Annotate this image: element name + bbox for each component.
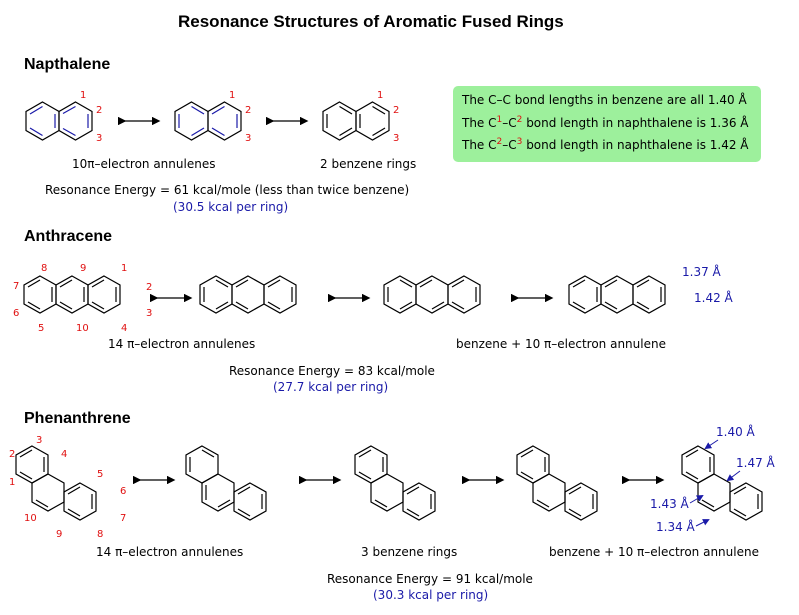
- svg-text:6: 6: [13, 308, 19, 319]
- svg-text:6: 6: [120, 486, 126, 497]
- svg-text:10: 10: [76, 323, 89, 334]
- svg-text:1.42 Å: 1.42 Å: [694, 290, 734, 305]
- bond-length-info-box: The C–C bond lengths in benzene are all …: [453, 86, 761, 162]
- svg-text:7: 7: [13, 281, 19, 292]
- svg-text:2: 2: [393, 105, 399, 116]
- svg-text:1.37 Å: 1.37 Å: [682, 264, 722, 279]
- svg-text:2: 2: [245, 105, 251, 116]
- svg-text:1.47 Å: 1.47 Å: [736, 455, 776, 470]
- svg-text:3: 3: [96, 133, 102, 144]
- info-line-c2-c3: The C2–C3 bond length in naphthalene is …: [462, 137, 749, 152]
- phenanthrene-bond-pointers: [689, 439, 741, 527]
- svg-text:1: 1: [229, 90, 235, 101]
- svg-text:7: 7: [120, 513, 126, 524]
- phenanthrene-atom-numbers: 1 2 3 4 5 6 7 8 9 10: [9, 435, 126, 540]
- svg-text:1.43 Å: 1.43 Å: [650, 496, 690, 511]
- svg-text:10: 10: [24, 513, 37, 524]
- phenanthrene-structure-5: [681, 445, 763, 521]
- phenanthrene-structure-4: [516, 445, 598, 521]
- svg-text:3: 3: [36, 435, 42, 446]
- svg-text:4: 4: [61, 449, 67, 460]
- phenanthrene-heading: Phenanthrene: [24, 410, 131, 427]
- anthracene-structure-4: [568, 275, 666, 314]
- phenanthrene-caption-right: benzene + 10 π–electron annulene: [549, 545, 759, 559]
- naphthalene-caption-left: 10π–electron annulenes: [72, 157, 216, 171]
- anthracene-atom-numbers: 1 2 3 4 5 6 7 8 9 10: [13, 263, 152, 334]
- naphthalene-resonance-energy: Resonance Energy = 61 kcal/mole (less th…: [45, 183, 410, 197]
- svg-text:1.40 Å: 1.40 Å: [716, 424, 756, 439]
- svg-text:9: 9: [80, 263, 86, 274]
- phenanthrene-structure-3: [354, 445, 436, 521]
- svg-text:1: 1: [377, 90, 383, 101]
- svg-text:1.34 Å: 1.34 Å: [656, 519, 696, 534]
- anthracene-per-ring: (27.7 kcal per ring): [273, 380, 389, 394]
- phenanthrene-resonance-energy: Resonance Energy = 91 kcal/mole: [327, 572, 533, 586]
- svg-text:1: 1: [121, 263, 127, 274]
- svg-text:5: 5: [38, 323, 44, 334]
- svg-text:1: 1: [80, 90, 86, 101]
- anthracene-heading: Anthracene: [24, 228, 113, 245]
- naphthalene-structure-2: [174, 101, 242, 141]
- svg-text:8: 8: [97, 529, 103, 540]
- info-line-c1-c2: The C1–C2 bond length in naphthalene is …: [462, 115, 749, 130]
- phenanthrene-caption-mid: 3 benzene rings: [361, 545, 458, 559]
- info-line-benzene: The C–C bond lengths in benzene are all …: [462, 93, 747, 107]
- svg-text:5: 5: [97, 469, 103, 480]
- naphthalene-structure-3: [322, 101, 390, 141]
- anthracene-structure-1: [23, 275, 121, 314]
- page-title: Resonance Structures of Aromatic Fused R…: [178, 12, 564, 31]
- svg-text:2: 2: [9, 449, 15, 460]
- phenanthrene-structure-2: [185, 445, 267, 521]
- svg-text:2: 2: [146, 282, 152, 293]
- anthracene-caption-left: 14 π–electron annulenes: [108, 337, 256, 351]
- phenanthrene-caption-left: 14 π–electron annulenes: [96, 545, 244, 559]
- svg-text:8: 8: [41, 263, 47, 274]
- anthracene-structure-3: [383, 275, 481, 314]
- naphthalene-atom-numbers: 1 2 3 1 2 3 1 2 3: [80, 90, 399, 144]
- svg-text:3: 3: [393, 133, 399, 144]
- anthracene-resonance-energy: Resonance Energy = 83 kcal/mole: [229, 364, 435, 378]
- svg-text:9: 9: [56, 529, 62, 540]
- phenanthrene-bond-labels: 1.40 Å 1.47 Å 1.43 Å 1.34 Å: [650, 424, 776, 534]
- phenanthrene-per-ring: (30.3 kcal per ring): [373, 588, 489, 602]
- svg-text:4: 4: [121, 323, 127, 334]
- svg-text:2: 2: [96, 105, 102, 116]
- anthracene-structure-2: [199, 275, 297, 314]
- svg-text:1: 1: [9, 477, 15, 488]
- anthracene-bond-labels: 1.37 Å 1.42 Å: [682, 264, 734, 305]
- svg-text:3: 3: [146, 308, 152, 319]
- naphthalene-per-ring: (30.5 kcal per ring): [173, 200, 289, 214]
- anthracene-caption-right: benzene + 10 π–electron annulene: [456, 337, 666, 351]
- naphthalene-heading: Napthalene: [24, 56, 111, 73]
- phenanthrene-structure-1: [15, 445, 97, 521]
- naphthalene-caption-right: 2 benzene rings: [320, 157, 417, 171]
- svg-text:3: 3: [245, 133, 251, 144]
- naphthalene-structure-1: [25, 101, 93, 141]
